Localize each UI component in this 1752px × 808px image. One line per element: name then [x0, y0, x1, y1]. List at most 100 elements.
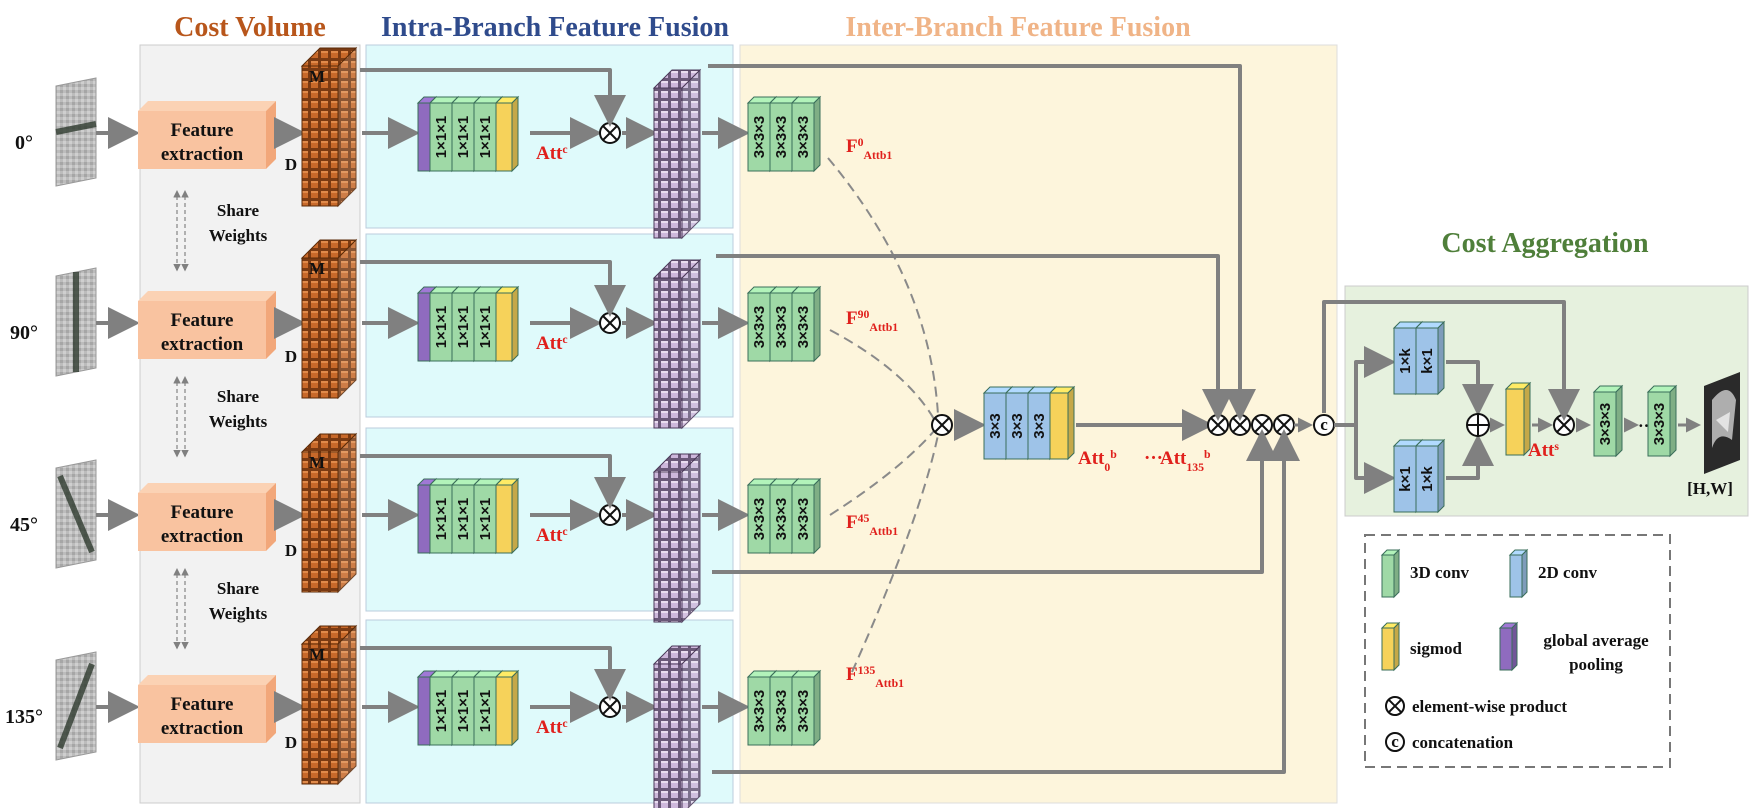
angle-label-2: 45°: [10, 514, 38, 536]
cost-volume-0-front: [301, 65, 339, 207]
concat-letter: c: [1320, 415, 1328, 434]
sigmoid-block-0-side: [511, 95, 519, 173]
branch-fusion-curve-1: [829, 329, 935, 420]
input-image-2: [55, 459, 97, 569]
sigmoid-block-1: [494, 285, 520, 363]
fe-front: [138, 493, 266, 551]
angle-label-0: 0°: [15, 132, 33, 154]
agg-1xk-bottom-block-label: 1×k: [1419, 466, 1436, 492]
conv33-0: 3×3: [982, 385, 1014, 461]
sigmoid-block-2: [494, 477, 520, 555]
input-image-line: [55, 121, 97, 135]
legend-concat-letter: c: [1391, 732, 1399, 751]
conv111-1-0-label: 1×1×1: [433, 306, 450, 349]
input-image-0: [55, 77, 97, 187]
inter-sigmoid-block: [1048, 385, 1076, 461]
input-image-3: [55, 651, 97, 761]
fe-label-line1: Feature: [171, 310, 234, 331]
legend-product-icon: [1385, 696, 1405, 716]
fe-label-line1: Feature: [171, 120, 234, 141]
legend-sigmoid-swatch-side: [1393, 621, 1400, 672]
skip-arrow-1: [360, 260, 626, 317]
otimes-stroke-b: [602, 507, 618, 523]
share-label-line1-0: Share: [217, 201, 260, 220]
intra-title: Intra-Branch Feature Fusion: [381, 12, 729, 43]
inter-title: Inter-Branch Feature Fusion: [845, 12, 1191, 43]
sigmoid-block-2-side: [511, 477, 519, 555]
conv111-3-1-label: 1×1×1: [455, 690, 472, 733]
cost-volume-2-front: [301, 451, 339, 593]
legend-2d-conv-swatch-side: [1521, 548, 1528, 599]
f-att-label-2: F45Attb1: [846, 512, 898, 538]
agg-1xk-block-label: 1×k: [1397, 348, 1414, 374]
inter-product-icon: [931, 414, 953, 436]
skip-f45-arrow: [712, 429, 1278, 574]
conv111-0-2-label: 1×1×1: [477, 116, 494, 159]
conv333-0-1-label: 3×3×3: [773, 116, 790, 159]
intra-product-icon-2: [599, 504, 621, 526]
agg-1xk-bottom-block: 1×k: [1414, 438, 1446, 514]
fe-label-line1: Feature: [171, 502, 234, 523]
sigmoid-block-1-side: [511, 285, 519, 363]
legend-3d-conv-swatch-front: [1381, 554, 1395, 598]
cost-volume-d-label-1: D: [285, 347, 297, 366]
share-label-line2-1: Weights: [209, 412, 268, 431]
legend-gap-label-line1: global average: [1543, 631, 1649, 650]
skip-f0-arrow: [708, 64, 1256, 421]
conv111-3-2-label: 1×1×1: [477, 690, 494, 733]
agg-bottom-branch-arrow: [1354, 425, 1396, 494]
conv333-0-2-side: [813, 95, 821, 173]
gap-block-1-front: [417, 292, 431, 362]
sigmoid-block-0-front: [495, 102, 513, 172]
att-c-label-3: Attc: [536, 717, 568, 739]
conv333-1-2-label: 3×3×3: [795, 306, 812, 349]
conv111-2-0-label: 1×1×1: [433, 498, 450, 541]
chain-product-icon-3: [1273, 414, 1295, 436]
cost-volume-m-label-3: M: [309, 645, 325, 664]
agg-skip-arrow: [1322, 300, 1580, 421]
legend-sigmoid-swatch-front: [1381, 627, 1395, 671]
branch-fusion-curve-0: [827, 157, 939, 416]
fe-front: [138, 301, 266, 359]
fe-side: [266, 675, 276, 743]
fe-top: [138, 291, 276, 301]
input-image-line: [57, 662, 95, 750]
conv111-1-1-label: 1×1×1: [455, 306, 472, 349]
cost-volume-m-label-1: M: [309, 259, 325, 278]
skip-arrow-2: [360, 454, 626, 509]
f-att-label-1: F90Attb1: [846, 308, 898, 334]
cost-volume-m-label-0: M: [309, 67, 325, 86]
agg-kx1-block-side: [1437, 320, 1445, 396]
output-highlight: [1716, 412, 1730, 432]
otimes-stroke-b: [602, 125, 618, 141]
fe-front: [138, 111, 266, 169]
conv111-2-1-label: 1×1×1: [455, 498, 472, 541]
cost-volume-m-label-2: M: [309, 453, 325, 472]
inter-sigmoid-block-side: [1067, 385, 1075, 461]
intra-product-icon-1: [599, 312, 621, 334]
cost-volume-0: [300, 46, 358, 208]
conv333-0-0-label: 3×3×3: [751, 116, 768, 159]
legend-2d-conv-swatch-front: [1509, 554, 1523, 598]
conv333-2-2-label: 3×3×3: [795, 498, 812, 541]
weighted-volume-3-side: [681, 644, 701, 808]
input-image-line: [57, 474, 95, 554]
conv333-1-0: 3×3×3: [746, 285, 778, 363]
sigmoid-block-0: [494, 95, 520, 173]
chain-product-icon-1: [1229, 414, 1251, 436]
otimes-stroke-b: [1387, 698, 1403, 714]
weighted-volume-2-side: [681, 452, 701, 624]
legend-product-label: element-wise product: [1412, 697, 1567, 716]
fe-label-line2: extraction: [161, 334, 244, 355]
conv333-2-2: 3×3×3: [790, 477, 822, 555]
agg-conv333-b-side: [1669, 384, 1677, 458]
legend-concat-circle: [1385, 732, 1405, 752]
agg-sigmoid-block-front: [1505, 388, 1525, 456]
legend-3d-conv-label: 3D conv: [1410, 563, 1470, 582]
legend-gap-swatch-front: [1499, 627, 1513, 671]
agg-kx1-block: k×1: [1414, 320, 1446, 396]
feature-extraction-block-1: Feature extraction: [138, 291, 276, 359]
angle-label-3: 135°: [5, 706, 43, 728]
